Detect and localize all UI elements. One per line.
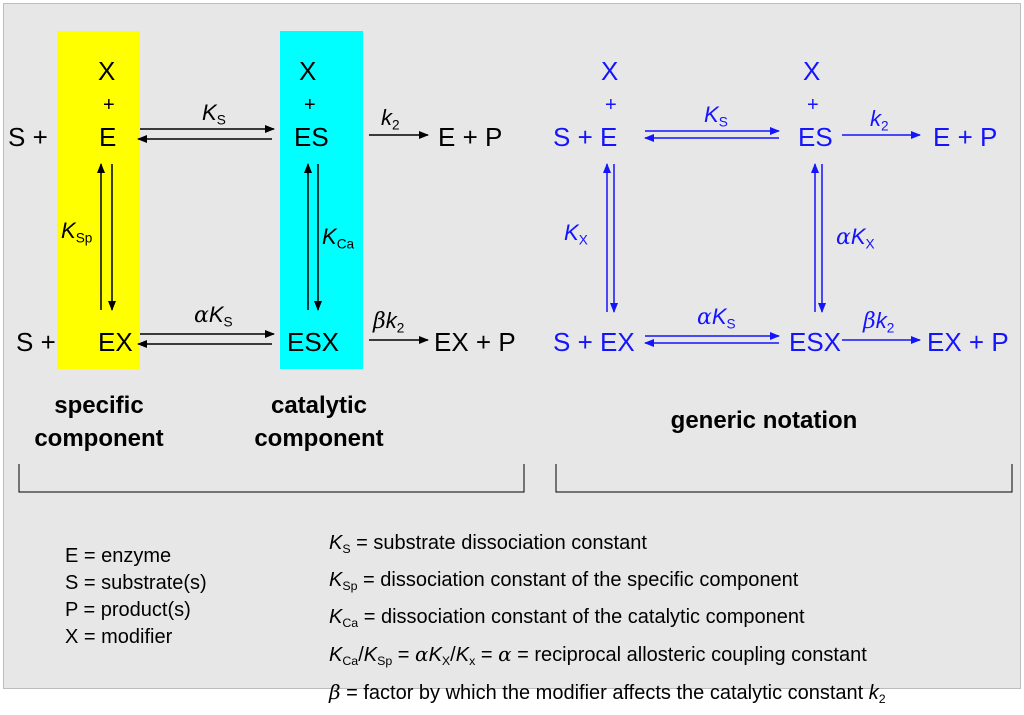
- legend-species: E = enzyme S = substrate(s) P = product(…: [65, 543, 207, 651]
- arrow-layer: [18, 125, 1013, 493]
- rate-label-k2: k2: [381, 105, 400, 133]
- plus-sign-a: +: [103, 94, 115, 116]
- complex-ex: EX: [98, 327, 133, 357]
- generic-rate-label-beta-k2: βk2: [863, 308, 895, 336]
- diagram-canvas: X + S + E X + ES E + P S + EX ESX EX + P…: [3, 3, 1021, 706]
- specific-component-label: specific component: [24, 389, 174, 455]
- specific-label-line2: component: [34, 425, 164, 452]
- enzyme-e: E: [99, 122, 117, 152]
- bracket-right: [555, 464, 1013, 493]
- legend-species-item: S = substrate(s): [65, 572, 207, 594]
- catalytic-component-box: [280, 31, 363, 369]
- complex-es: ES: [294, 122, 329, 152]
- generic-rate-label-kx: KX: [564, 220, 588, 248]
- generic-esx: ESX: [789, 327, 842, 357]
- catalytic-component-label: catalytic component: [239, 389, 399, 455]
- generic-notation-label: generic notation: [670, 407, 858, 434]
- rate-label-ks: KS: [202, 100, 226, 128]
- specific-component-box: [57, 31, 140, 369]
- rate-label-beta-k2: βk2: [373, 308, 405, 336]
- rate-label-alpha-ks: αKS: [194, 302, 233, 330]
- generic-s-plus-e: S + E: [553, 122, 618, 152]
- generic-rate-label-alpha-ks: αKS: [697, 304, 736, 332]
- generic-es: ES: [798, 122, 833, 152]
- legend-constant-ks: KS = substrate dissociation constant: [329, 532, 647, 556]
- generic-plus-a: +: [605, 94, 617, 116]
- modifier-x-b: X: [299, 56, 317, 86]
- generic-rate-label-alpha-kx: αKX: [836, 224, 875, 252]
- legend-species-item: P = product(s): [65, 599, 191, 621]
- legend-constant-ksp: KSp = dissociation constant of the speci…: [329, 568, 799, 593]
- specific-label-line1: specific: [54, 392, 144, 419]
- substrate-plus-top: S +: [8, 122, 48, 152]
- plus-sign-b: +: [304, 94, 316, 116]
- bracket-left: [18, 464, 525, 493]
- generic-plus-b: +: [807, 94, 819, 116]
- complex-esx: ESX: [287, 327, 340, 357]
- generic-ex-plus-p: EX + P: [927, 327, 1009, 357]
- rate-label-kca: KCa: [322, 224, 355, 252]
- legend-species-item: E = enzyme: [65, 545, 172, 567]
- legend-constant-kca: KCa = dissociation constant of the catal…: [329, 605, 805, 630]
- rate-label-ksp: KSp: [61, 218, 93, 246]
- product-ex-plus-p: EX + P: [434, 327, 516, 357]
- substrate-plus-bottom: S +: [16, 327, 56, 357]
- legend-species-item: X = modifier: [65, 626, 173, 648]
- generic-rate-label-ks: KS: [704, 102, 728, 130]
- legend-constant-beta: β = factor by which the modifier affects…: [329, 679, 886, 706]
- catalytic-label-line1: catalytic: [270, 392, 368, 419]
- product-e-plus-p: E + P: [438, 122, 503, 152]
- legend-constant-alpha: KCa/KSp = αKX/Kx = α = reciprocal allost…: [329, 641, 867, 668]
- modifier-x-a: X: [98, 56, 116, 86]
- catalytic-label-line2: component: [254, 425, 384, 452]
- generic-modifier-x-b: X: [803, 56, 821, 86]
- generic-rate-label-k2: k2: [870, 106, 889, 134]
- generic-e-plus-p: E + P: [933, 122, 998, 152]
- generic-s-plus-ex: S + EX: [553, 327, 635, 357]
- legend-constants: KS = substrate dissociation constant KSp…: [329, 528, 886, 715]
- generic-modifier-x-a: X: [601, 56, 619, 86]
